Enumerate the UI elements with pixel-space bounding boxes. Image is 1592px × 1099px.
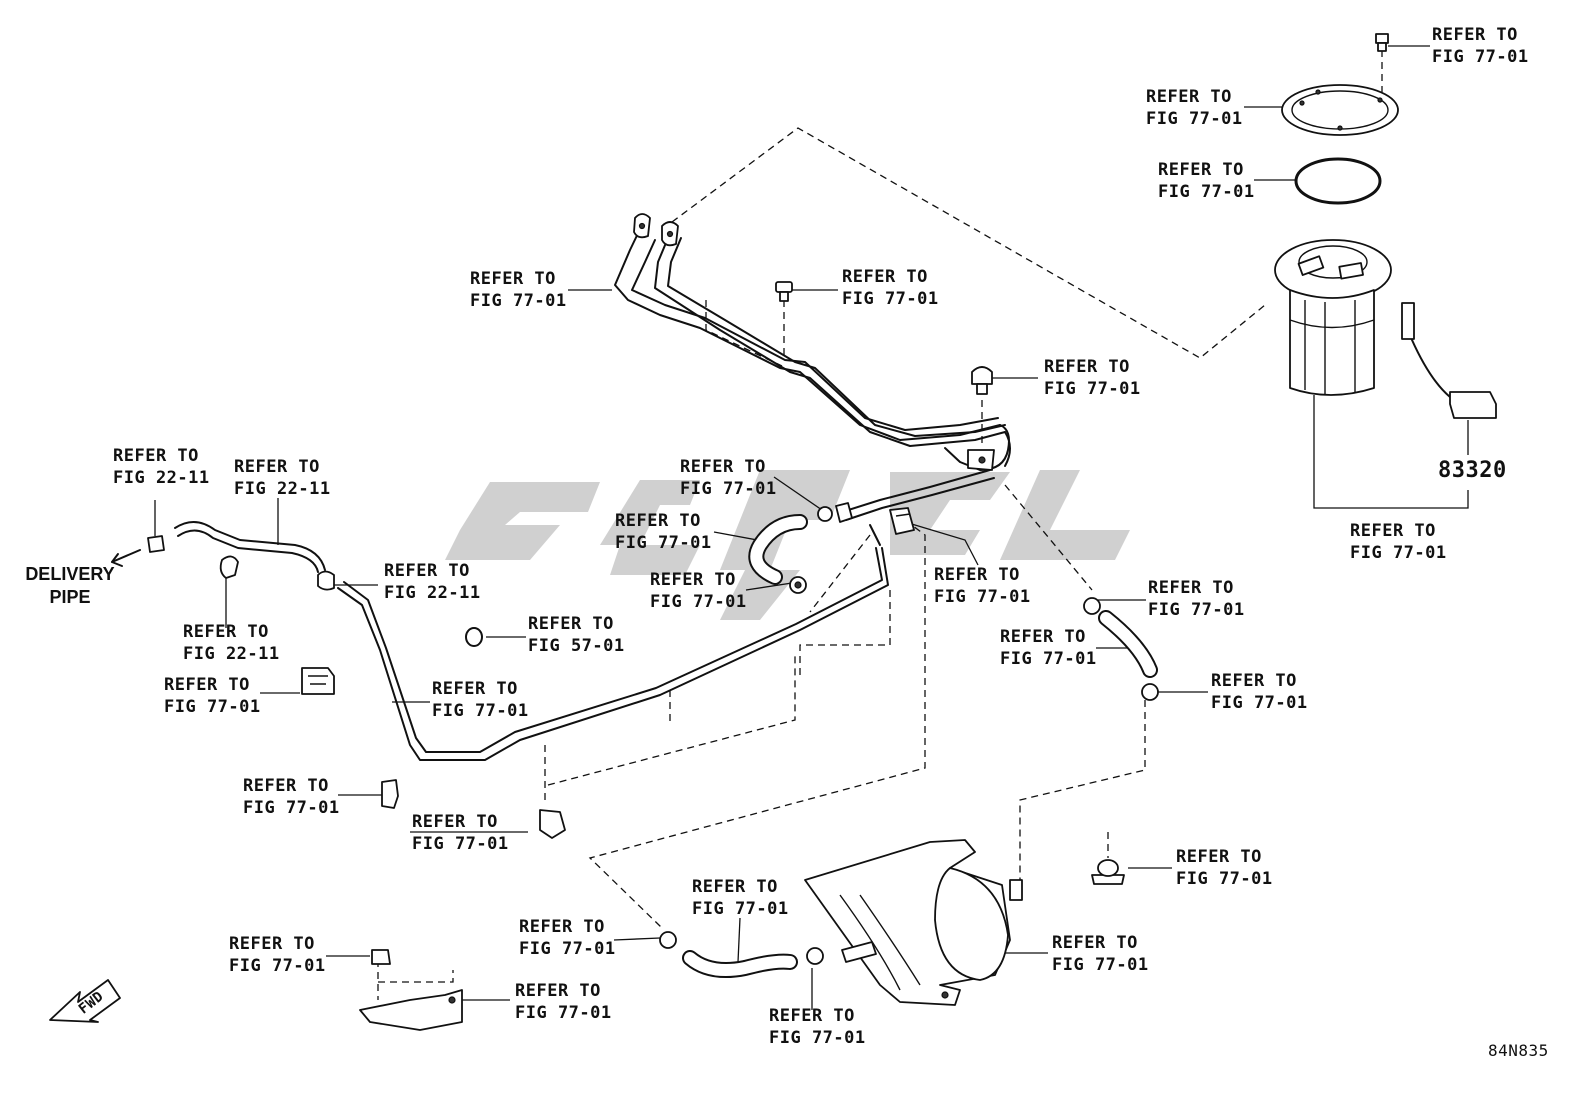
hose-clamp-small: [789, 576, 807, 594]
tank-bolt: [971, 366, 993, 395]
tube-clamp-lower: [539, 809, 566, 839]
fuel-pump-o-ring: [1294, 157, 1382, 205]
fwd-arrow-icon: [49, 979, 121, 1023]
tube-clip-mid: [381, 779, 399, 809]
o-ring-small: [465, 627, 483, 647]
canister-hose-clamp-right: [806, 947, 824, 965]
canister-hose: [682, 950, 798, 978]
dashed-reference-lines: [377, 50, 1383, 1000]
hose-clamp-right-upper: [1083, 597, 1101, 615]
hose-short-left: [748, 514, 808, 585]
charcoal-canister: [804, 839, 1023, 1006]
fuel-tube-lower: [337, 524, 889, 761]
fuel-pump-bolt: [1375, 33, 1389, 52]
delivery-pipe-connector: [111, 535, 165, 567]
fuel-tube-left: [174, 521, 335, 591]
hose-clamp-right-lower: [1141, 683, 1159, 701]
part-number-label: 83320: [1438, 458, 1507, 483]
grommet: [1091, 859, 1125, 885]
canister-hose-clamp-left: [659, 931, 677, 949]
fuel-tube-assembly-upper: [614, 213, 1011, 471]
upper-clamp-bolt: [775, 281, 793, 302]
fuel-tube-middle: [817, 469, 995, 535]
fuel-pump-assembly: [1274, 239, 1497, 419]
tube-clamp-connector: [301, 667, 335, 695]
diagram-code: 84N835: [1488, 1041, 1549, 1060]
bracket-clip: [371, 949, 391, 965]
tube-clip-left: [219, 555, 239, 579]
hose-right: [1098, 610, 1158, 678]
tube-bracket: [359, 989, 463, 1031]
fuel-pump-retainer-plate: [1281, 84, 1399, 136]
